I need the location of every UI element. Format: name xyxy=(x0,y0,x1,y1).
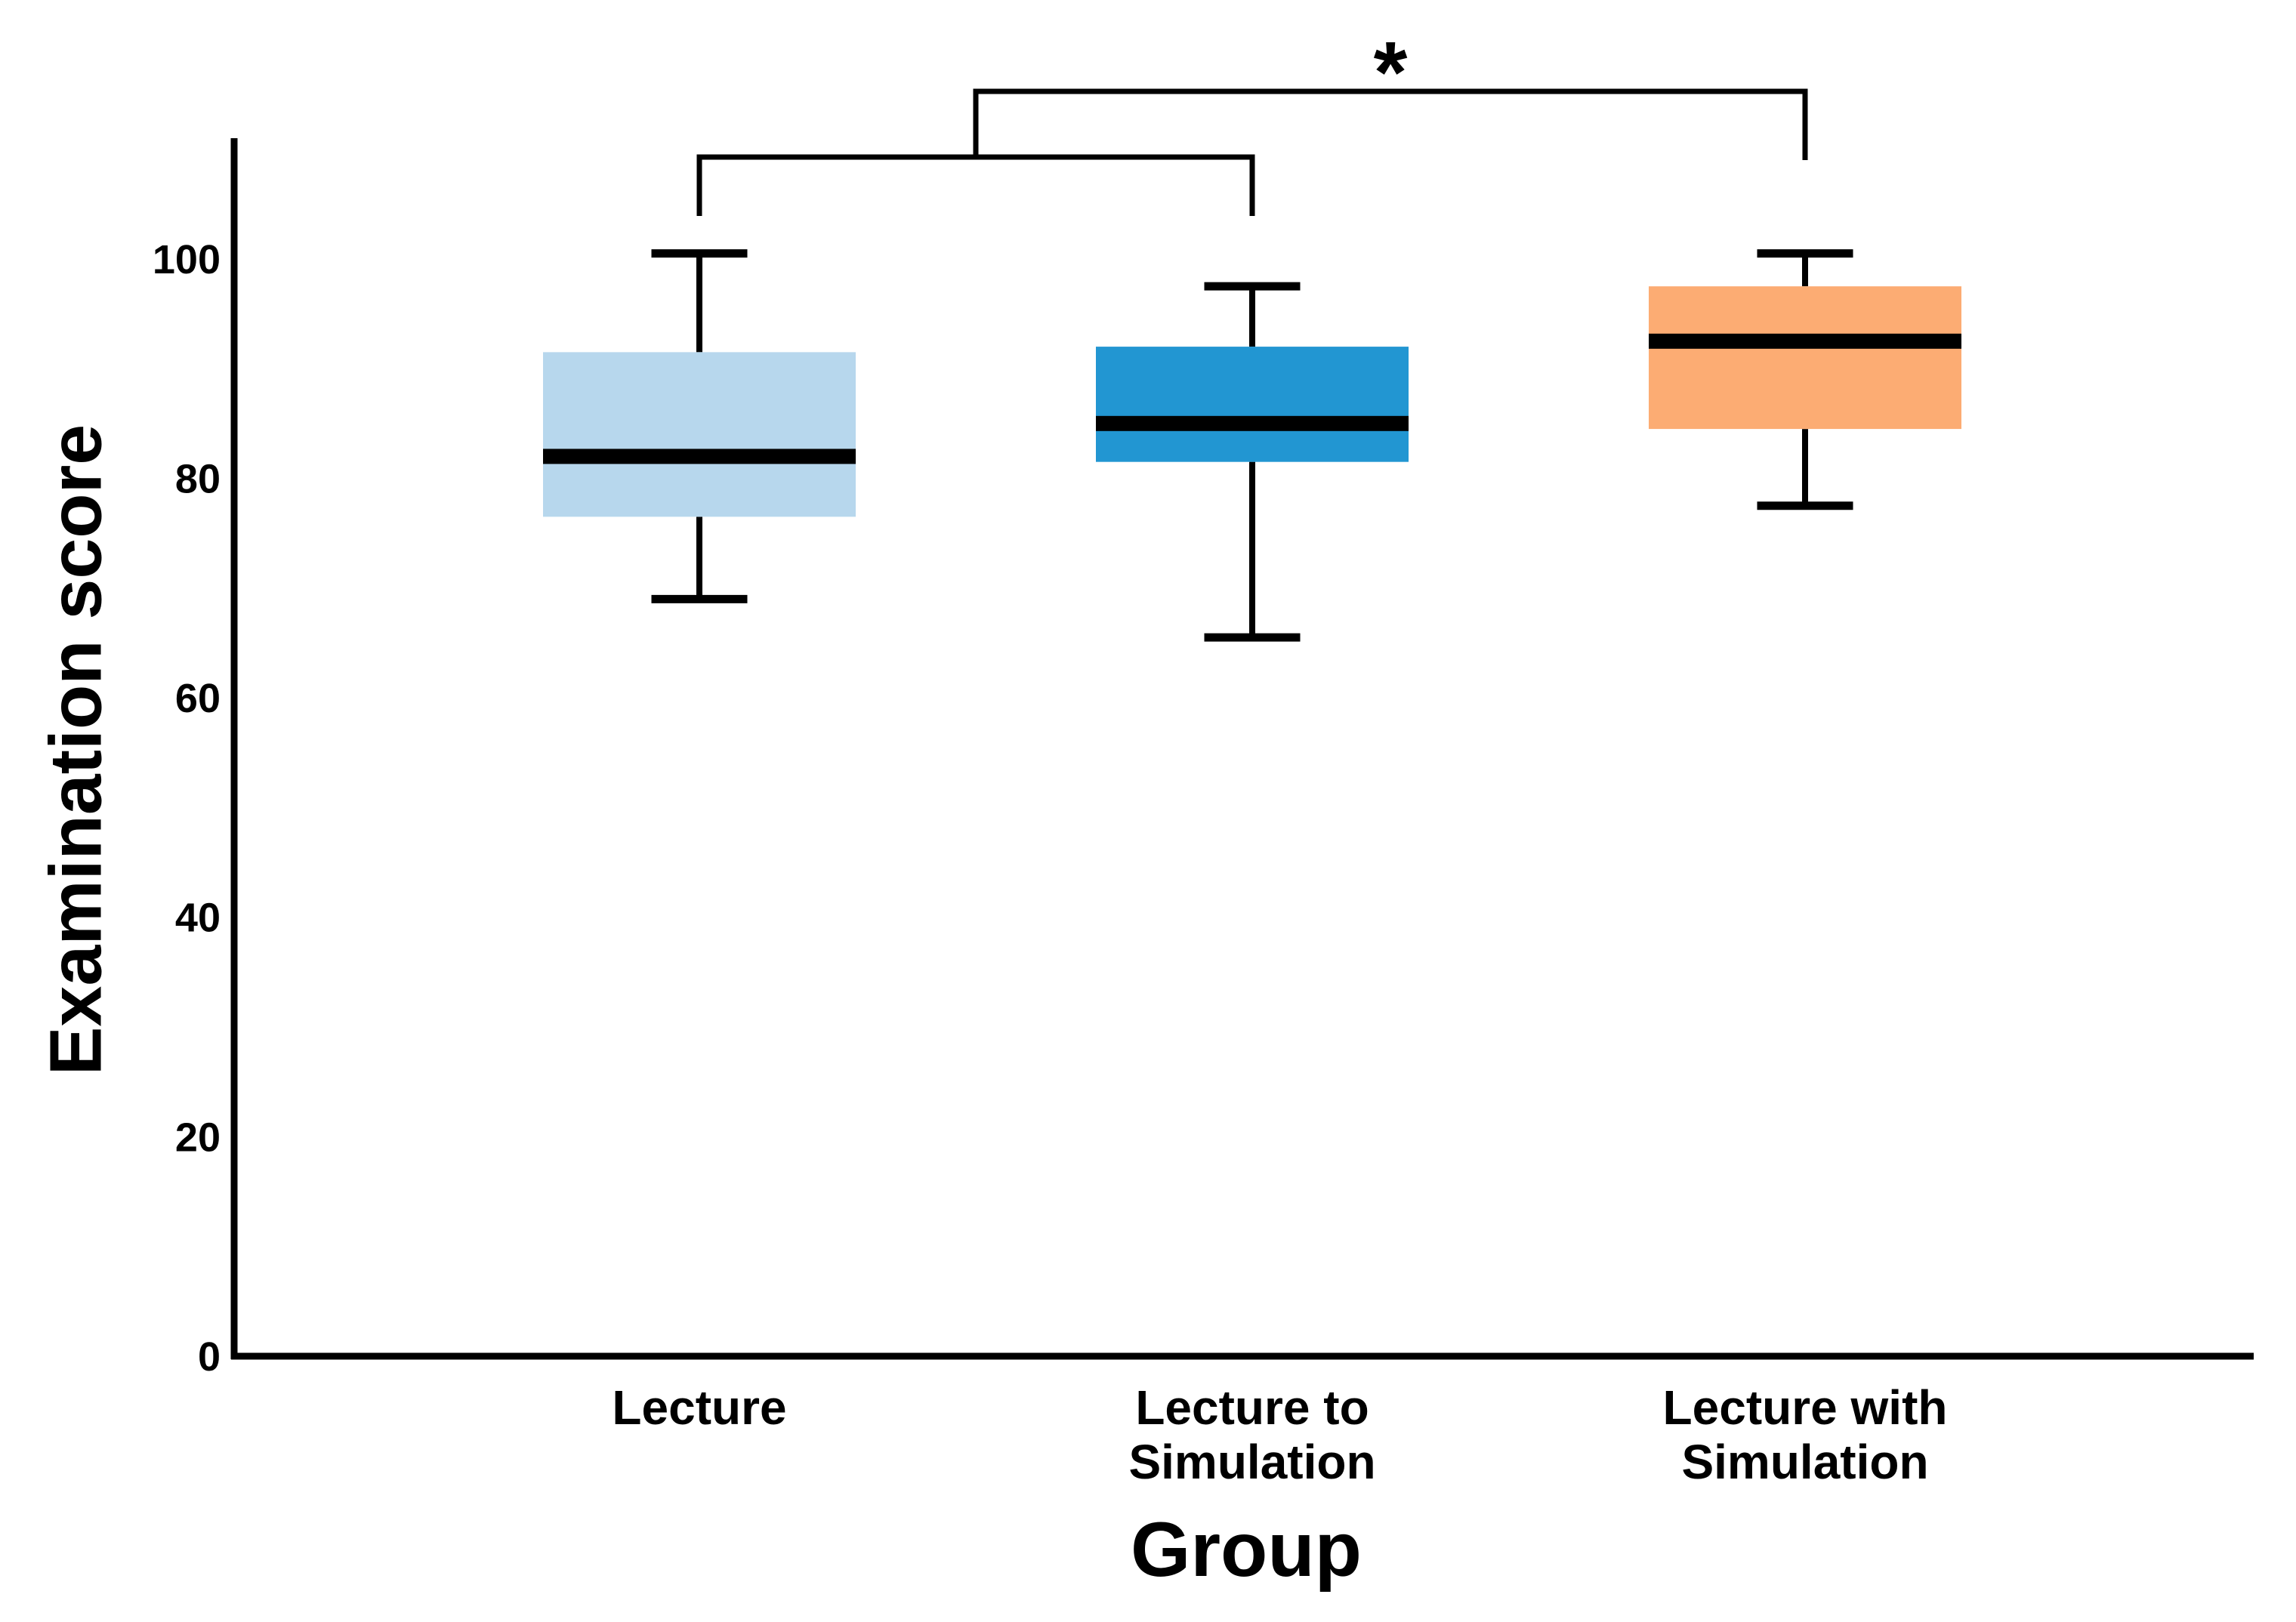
category-label-line: Simulation xyxy=(1128,1435,1375,1489)
median-line xyxy=(1649,333,1961,349)
category-label-line: Lecture xyxy=(612,1380,786,1435)
box-group-1 xyxy=(543,249,856,603)
significance-asterisk: * xyxy=(1373,24,1408,122)
iqr-box xyxy=(1096,347,1409,462)
category-label-line: Lecture to xyxy=(1135,1380,1369,1435)
y-tick-label: 80 xyxy=(175,456,221,501)
y-tick-label: 40 xyxy=(175,896,221,941)
category-label-line: Simulation xyxy=(1681,1435,1928,1489)
y-tick-label: 20 xyxy=(175,1115,221,1160)
y-tick-labels: 0 20 40 60 80 100 xyxy=(153,237,221,1380)
box-group-3 xyxy=(1649,249,1961,510)
significance-bracket xyxy=(696,88,1808,216)
y-tick-label: 100 xyxy=(153,237,221,282)
x-axis-title: Group xyxy=(1131,1506,1362,1593)
y-tick-label: 0 xyxy=(198,1334,221,1380)
iqr-box xyxy=(1649,286,1961,430)
y-tick-label: 60 xyxy=(175,676,221,721)
axes xyxy=(230,138,2254,1360)
iqr-box xyxy=(543,352,856,517)
y-axis-title: Examination score xyxy=(34,424,117,1076)
median-line xyxy=(543,449,856,464)
median-line xyxy=(1096,415,1409,431)
box-group-2 xyxy=(1096,282,1409,642)
category-label-line: Lecture with xyxy=(1663,1380,1948,1435)
